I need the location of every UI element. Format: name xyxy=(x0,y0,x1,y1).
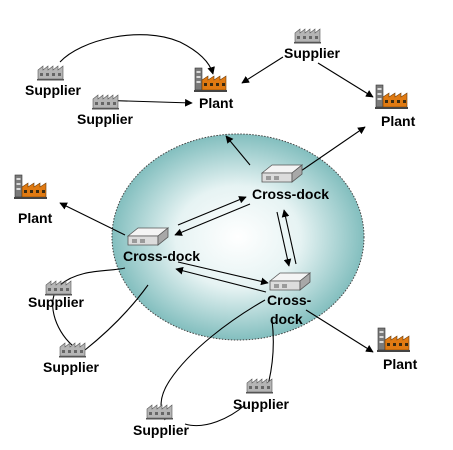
edge-crossdock-left-to-top xyxy=(177,196,247,226)
supplier-icon xyxy=(245,378,274,394)
label-plant-top-center: Plant xyxy=(199,95,234,111)
edge-supplier-to-plant-topright xyxy=(317,62,374,98)
label-plant-bottom-right: Plant xyxy=(383,356,418,372)
labels: Supplier Plant Plant Supplier Supplier P… xyxy=(18,45,418,438)
supplier-icon xyxy=(58,342,87,358)
edge-crossdock-to-plant-bottomright xyxy=(305,309,374,353)
factory-icon xyxy=(376,327,411,353)
edge-supplier-left-lower-link xyxy=(84,284,149,351)
label-crossdock-left: Cross-dock xyxy=(123,248,200,264)
edge-crossdock-top-to-bottom xyxy=(276,211,292,267)
supplier-icon xyxy=(36,65,65,81)
label-supplier-mid-left: Supplier xyxy=(77,111,134,127)
edge-supplier-topleft-to-plant xyxy=(59,34,215,75)
factory-icon xyxy=(193,67,228,93)
edge-supplier-to-plant-top xyxy=(241,56,284,84)
label-plant-top-right: Plant xyxy=(381,113,416,129)
factory-icon xyxy=(13,174,48,200)
edge-crossdock-bottom-to-left xyxy=(175,266,267,293)
supplier-icon xyxy=(91,94,120,110)
edge-crossdock-top-to-left xyxy=(174,203,251,236)
label-supplier-bottom-left: Supplier xyxy=(133,422,190,438)
label-supplier-top: Supplier xyxy=(284,45,341,61)
label-supplier-bottom-right: Supplier xyxy=(233,396,290,412)
edge-supplier-bottom-pair-link xyxy=(184,404,246,427)
edge-crossdock-bottom-to-top xyxy=(281,209,297,265)
edge-supplier-bottom-right-link xyxy=(267,319,274,386)
label-supplier-left-upper: Supplier xyxy=(28,294,85,310)
supplier-icon xyxy=(145,404,174,420)
label-crossdock-bottom-line2: dock xyxy=(270,311,303,327)
edge-crossdock-left-to-bottom xyxy=(177,261,269,286)
label-plant-left: Plant xyxy=(18,210,53,226)
label-crossdock-bottom-line1: Cross- xyxy=(267,292,312,308)
label-supplier-top-left: Supplier xyxy=(25,82,82,98)
edge-crossdock-to-plant-topright xyxy=(297,126,366,174)
factory-icon xyxy=(374,84,409,110)
label-supplier-left-lower: Supplier xyxy=(43,359,100,375)
edge-crossdock-to-plant-top xyxy=(225,135,251,166)
label-crossdock-top: Cross-dock xyxy=(252,186,329,202)
edge-crossdock-to-plant-left xyxy=(59,202,126,236)
supplier-icon xyxy=(293,28,322,44)
